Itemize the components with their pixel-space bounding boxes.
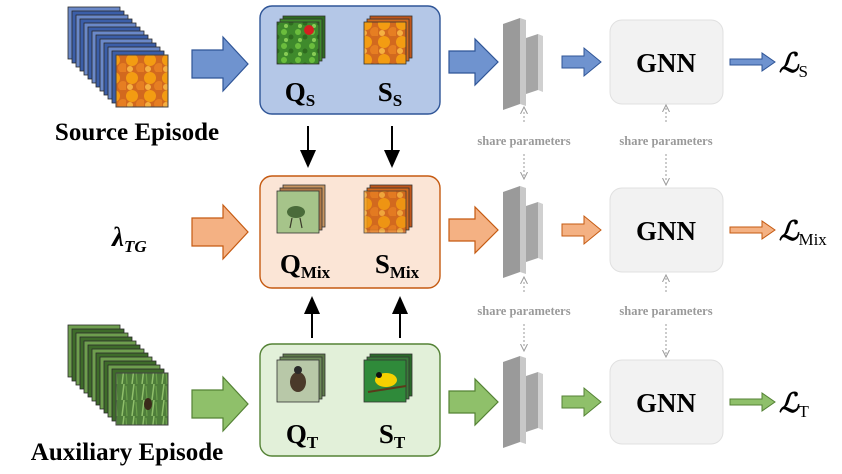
target-encoder-to-gnn-arrow <box>561 386 602 418</box>
source-gnn-to-loss-arrow <box>729 52 776 72</box>
target-query-image-stack <box>276 353 326 403</box>
mix-gnn-label: GNN <box>636 216 697 246</box>
target-query-label: QT <box>286 419 319 452</box>
mix-set-box: QMix SMix <box>259 175 441 289</box>
mix-encoder-to-gnn-arrow <box>561 214 602 246</box>
auxiliary-episode-label: Auxiliary Episode <box>31 439 223 466</box>
target-to-encoder-arrow <box>448 377 499 427</box>
mix-support-image-stack <box>363 184 413 234</box>
mix-to-encoder-arrow <box>448 205 499 255</box>
mix-loss-label: ℒMix <box>779 216 827 249</box>
target-set-box: QT ST <box>259 343 441 457</box>
source-support-image-stack <box>363 15 413 65</box>
gnn-share-parameters-upper: share parameters <box>619 108 713 182</box>
auxiliary-front-image <box>115 372 169 426</box>
target-gnn-box: GNN <box>609 359 724 445</box>
source-gnn-label: GNN <box>636 48 697 78</box>
mix-gnn-box: GNN <box>609 187 724 273</box>
lambda-input-arrow <box>191 203 249 261</box>
gnn-share-parameters-lower: share parameters <box>619 278 713 354</box>
target-gnn-label: GNN <box>636 388 697 418</box>
source-episode-image-stack <box>67 6 169 108</box>
source-input-arrow <box>191 35 249 93</box>
source-front-image <box>115 54 169 108</box>
target-loss-label: ℒT <box>779 388 809 421</box>
encoder-share-label-lower: share parameters <box>477 304 570 318</box>
encoder-share-parameters-lower: share parameters <box>477 280 571 348</box>
mix-feature-encoder <box>503 186 543 278</box>
mix-support-label: SMix <box>375 249 420 282</box>
source-query-label: QS <box>285 77 315 110</box>
encoder-share-parameters-upper: share parameters <box>477 110 571 176</box>
gnn-share-label-upper: share parameters <box>619 134 712 148</box>
source-loss-label: ℒS <box>779 48 808 81</box>
mix-query-label: QMix <box>280 249 331 282</box>
target-gnn-to-loss-arrow <box>729 392 776 412</box>
target-support-label: ST <box>379 419 406 452</box>
source-gnn-box: GNN <box>609 19 724 105</box>
mix-query-image-stack <box>276 184 326 234</box>
encoder-share-label-upper: share parameters <box>477 134 570 148</box>
source-support-label: SS <box>378 77 403 110</box>
source-query-image-stack <box>276 15 326 65</box>
lambda-subscript: TG <box>124 237 147 256</box>
source-encoder-to-gnn-arrow <box>561 46 602 78</box>
source-feature-encoder <box>503 18 543 110</box>
source-set-box: QS SS <box>259 5 441 115</box>
source-to-encoder-arrow <box>448 37 499 87</box>
gnn-share-label-lower: share parameters <box>619 304 712 318</box>
auxiliary-input-arrow <box>191 375 249 433</box>
mix-gnn-to-loss-arrow <box>729 220 776 240</box>
target-feature-encoder <box>503 356 543 448</box>
target-support-image-stack <box>363 353 413 403</box>
lambda-tg-label: λTG <box>111 222 147 256</box>
auxiliary-episode-image-stack <box>67 324 169 426</box>
source-episode-label: Source Episode <box>55 119 219 146</box>
lambda-symbol: λ <box>111 222 124 252</box>
